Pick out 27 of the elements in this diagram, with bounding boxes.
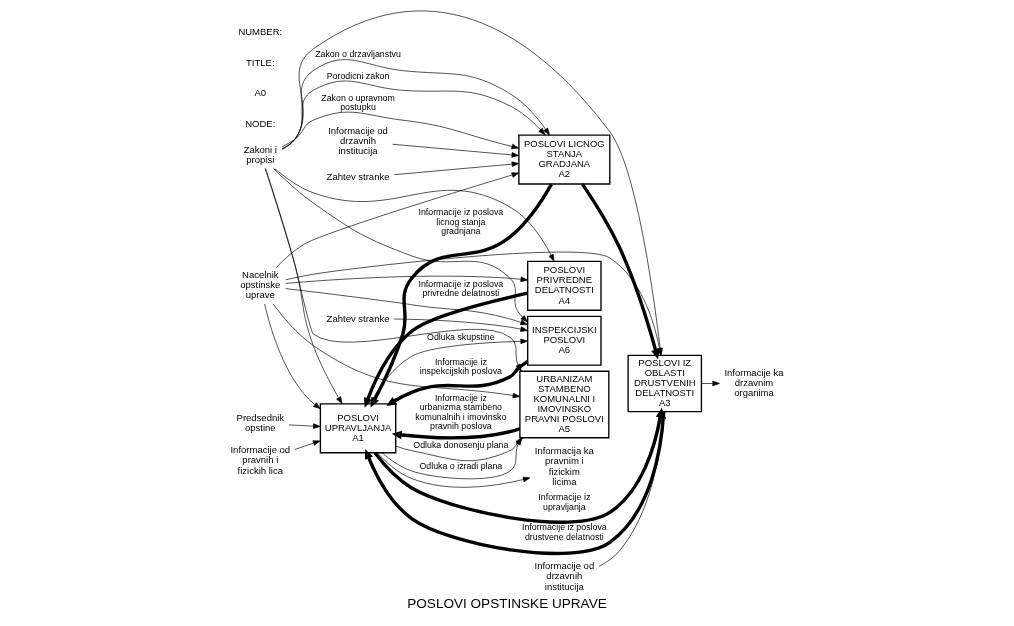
edge-label: Odluka donosenju plana <box>413 440 509 451</box>
edge-label: Porodicni zakon <box>326 71 390 82</box>
edge-label: Informacije iz urbanizma stambeno komunalnih i imovinsko pravnih poslova <box>415 392 507 432</box>
edge-label: Informacije iz poslova privredne delatnosti <box>418 278 504 299</box>
edge-label: Informacije iz inspekcijskih poslova <box>419 356 502 377</box>
label: A0 <box>254 87 267 99</box>
edge-label: Odluka o izradi plana <box>419 460 503 471</box>
node-text: Zakoni i propisi <box>243 143 277 166</box>
diagram-title: POSLOVI OPSTINSKE UPRAVE <box>407 596 607 612</box>
label: NODE: <box>245 117 276 129</box>
edge-label: Odluka skupstine <box>427 331 495 342</box>
edge-label: Informacije iz poslova licnog stanja gradnjana <box>418 207 504 237</box>
node-text: Informacija ka pravnim i fizickim licima <box>534 445 594 487</box>
edge-label: Zakon o drzavljanstvu <box>315 49 401 60</box>
node-text: Zahtev stranke <box>326 171 390 183</box>
node-text: Predsednik opstine <box>236 411 285 434</box>
label: TITLE: <box>246 56 275 68</box>
edge-label: Informacije iz poslova drustvene delatnosti <box>521 522 607 542</box>
node-text: Informacije ka drzavnim organima <box>724 366 784 399</box>
edge-label: Informacije iz upravljanja <box>538 492 591 512</box>
node-text: Informacije od drzavnih institucija <box>328 124 388 156</box>
node-text: Informacije od drzavnih institucija <box>534 560 595 592</box>
node-text: Informacije od pravnih i fizickih lica <box>230 444 291 476</box>
edge-label: Zakon o upravnom postupku <box>321 92 395 113</box>
label: NUMBER: <box>238 26 283 38</box>
node-text: Nacelnik opstinske uprave <box>240 269 281 301</box>
node-text: Zahtev stranke <box>326 312 390 324</box>
